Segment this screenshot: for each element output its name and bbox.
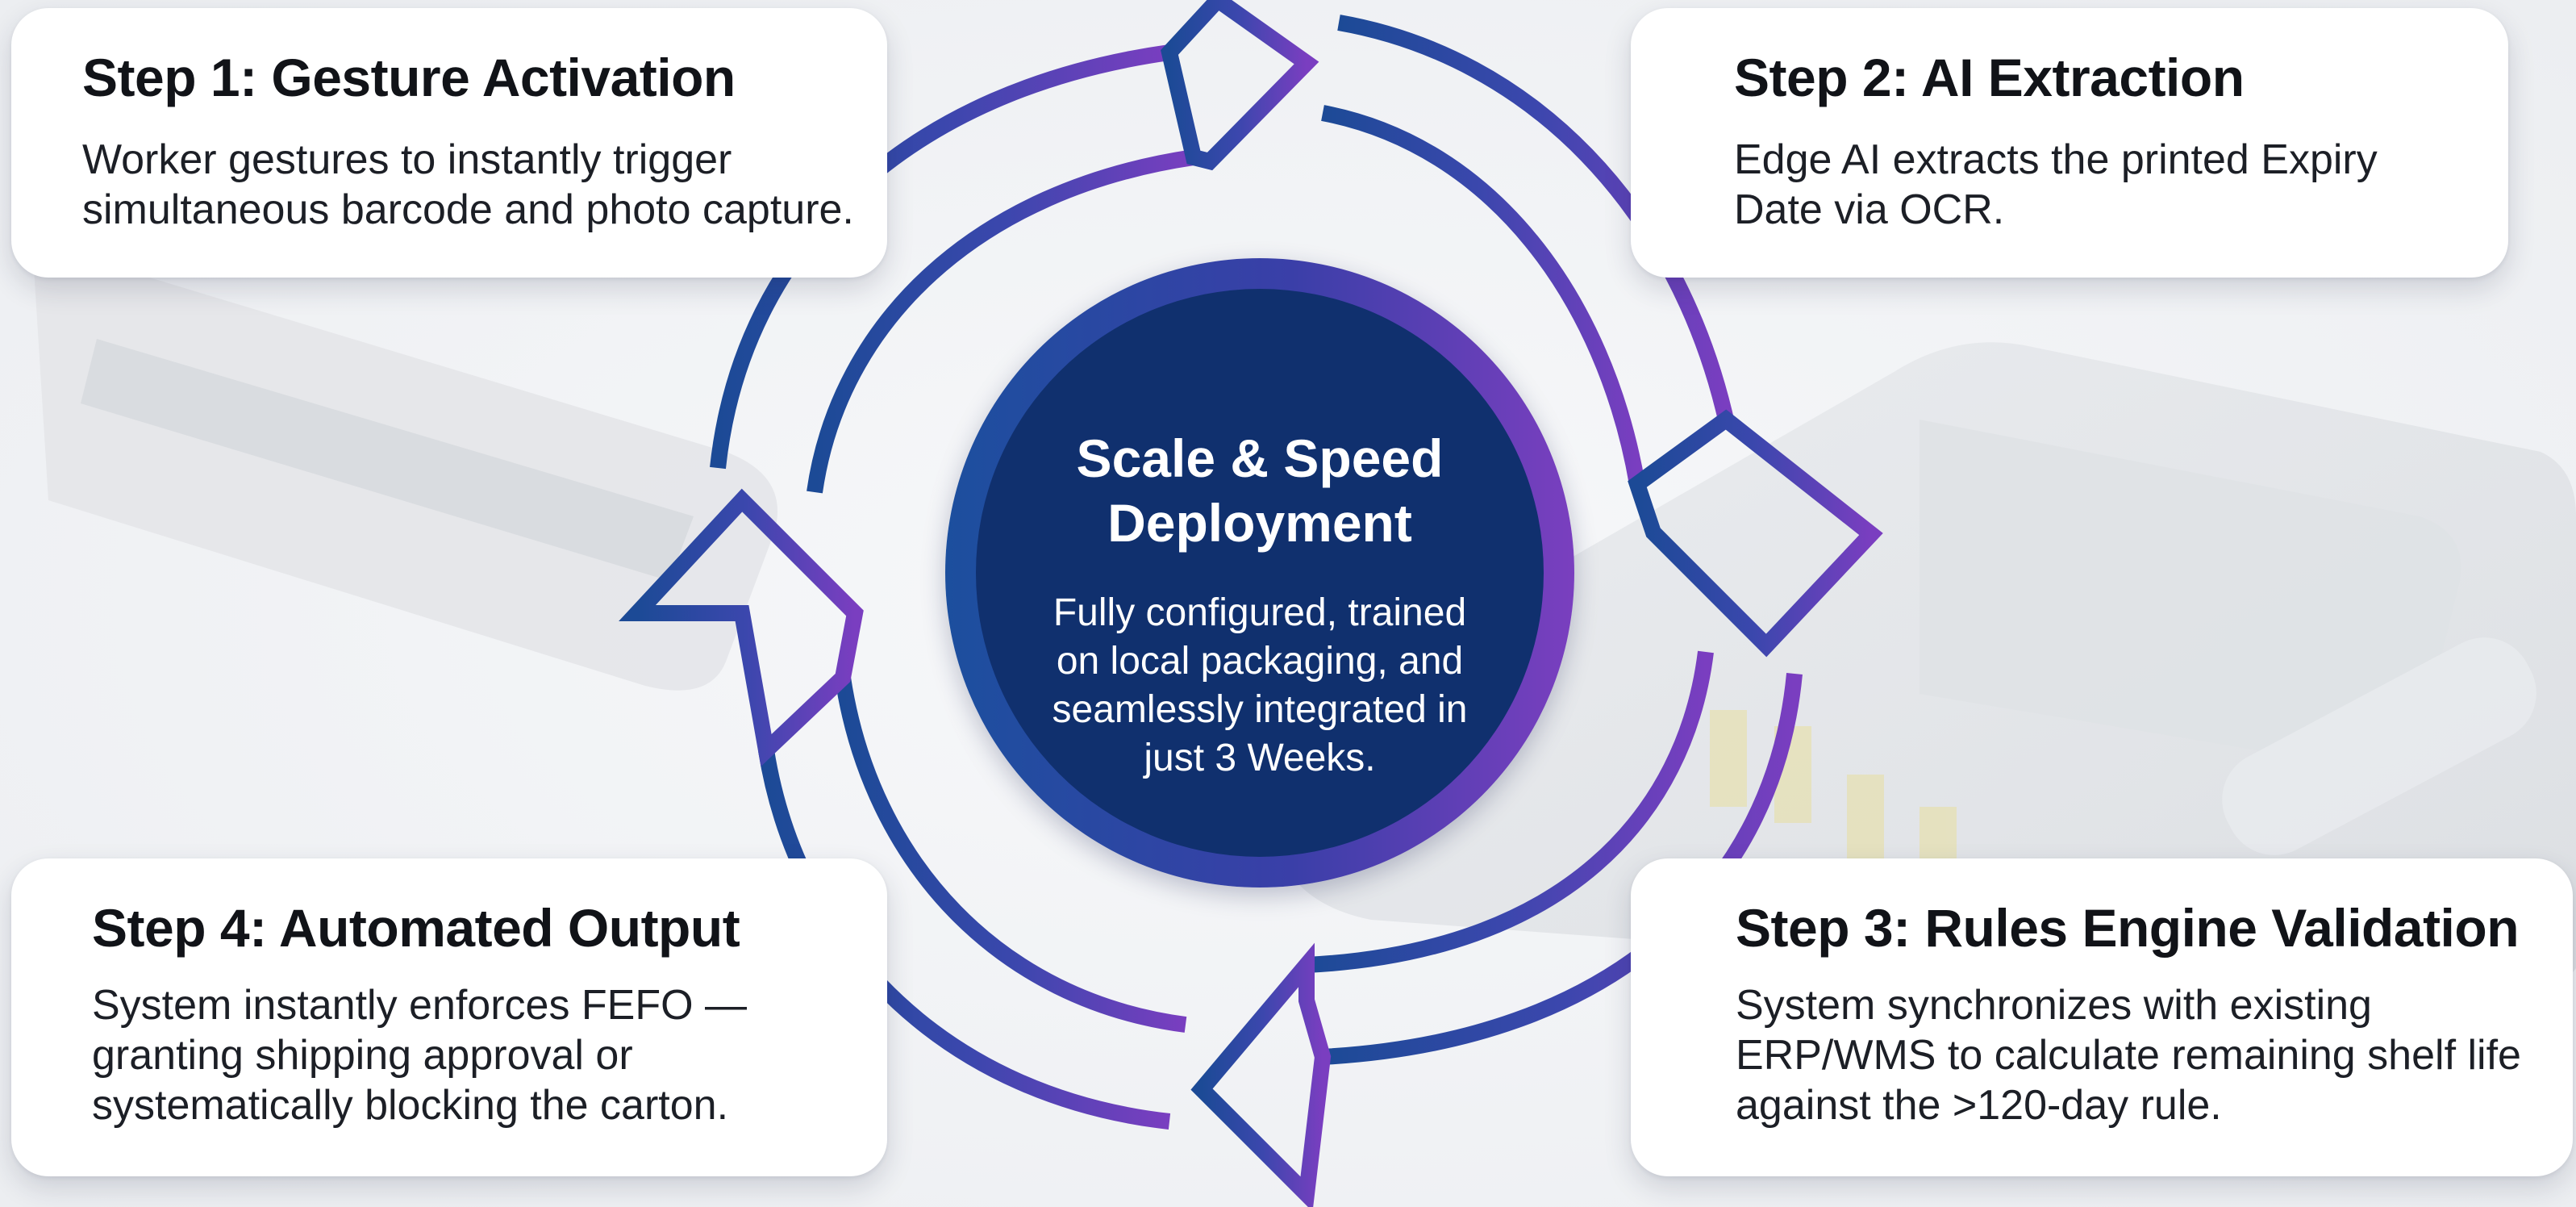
step-2-title: Step 2: AI Extraction — [1734, 48, 2245, 107]
step-1-description: Worker gestures to instantly trigger sim… — [82, 136, 854, 233]
step-3-title: Step 3: Rules Engine Validation — [1736, 898, 2520, 958]
center-title: Scale & Speed Deployment — [1076, 428, 1444, 553]
step-4-card: Step 4: Automated Output System instantl… — [11, 858, 887, 1176]
step-3-description: System synchronizes with existing ERP/WM… — [1736, 981, 2521, 1129]
step-2-card: Step 2: AI Extraction Edge AI extracts t… — [1631, 8, 2508, 278]
step-1-card: Step 1: Gesture Activation Worker gestur… — [11, 8, 887, 278]
step-1-title: Step 1: Gesture Activation — [82, 48, 736, 107]
center-description: Fully configured, trained on local packa… — [1052, 591, 1468, 779]
step-3-card: Step 3: Rules Engine Validation System s… — [1631, 858, 2573, 1176]
step-2-description: Edge AI extracts the printed Expiry Date… — [1734, 136, 2378, 233]
step-4-description: System instantly enforces FEFO —granting… — [92, 981, 748, 1129]
step-4-title: Step 4: Automated Output — [92, 898, 740, 958]
center-hub-inner: Scale & Speed Deployment Fully configure… — [976, 289, 1544, 857]
center-hub: Scale & Speed Deployment Fully configure… — [945, 258, 1574, 888]
